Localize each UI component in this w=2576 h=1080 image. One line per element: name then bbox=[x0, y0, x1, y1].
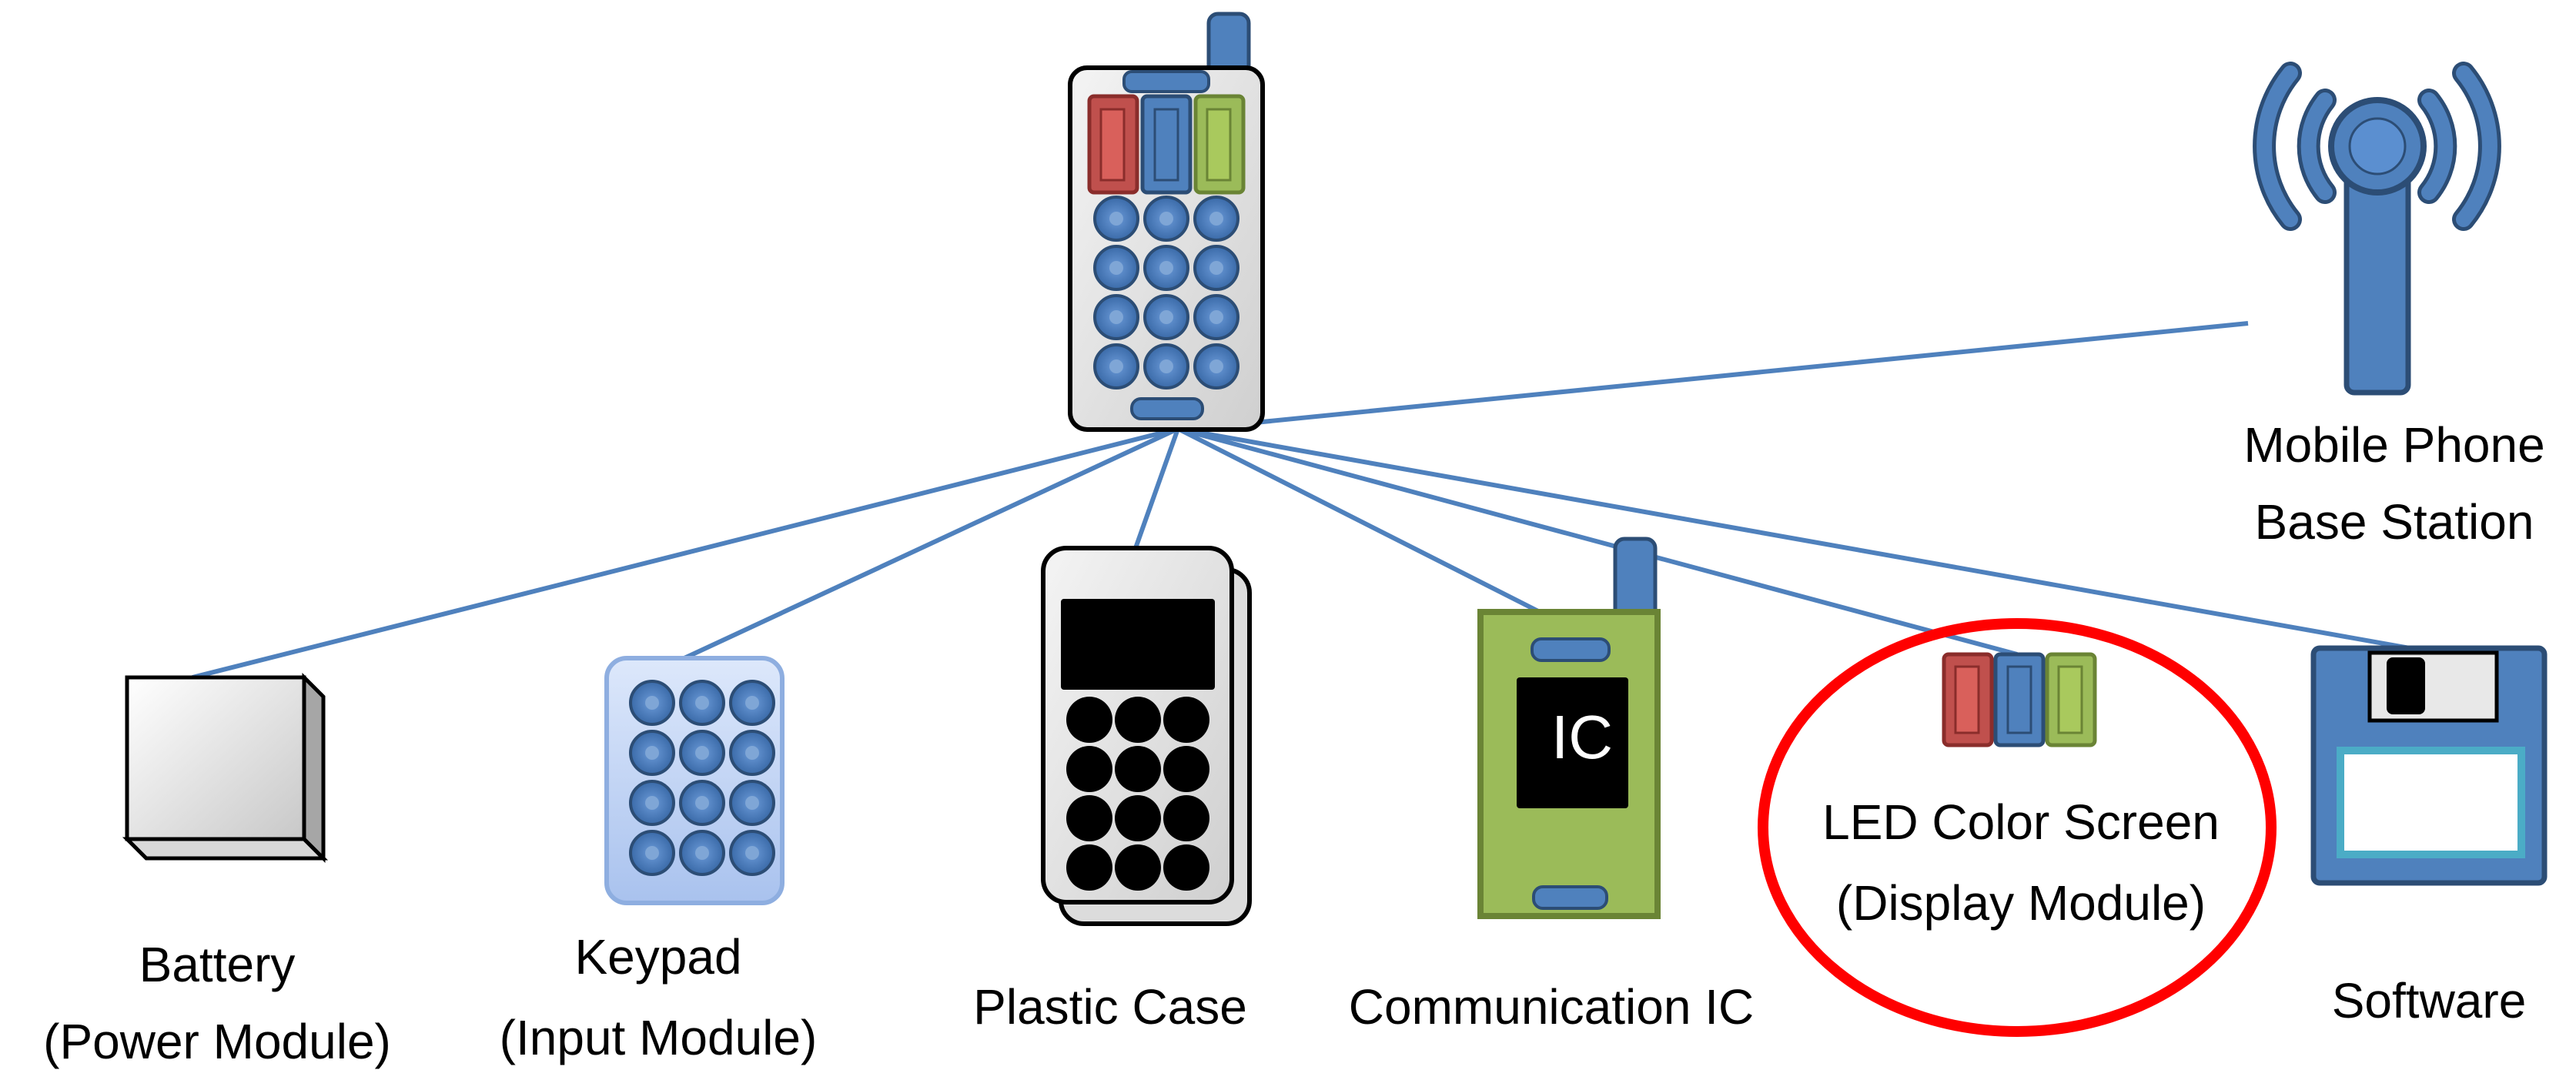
connector-battery bbox=[192, 426, 1179, 680]
keypad-label-line2: (Input Module) bbox=[500, 1010, 818, 1065]
ic-chip-text: IC bbox=[1551, 703, 1613, 771]
keypad-icon bbox=[604, 656, 785, 905]
connector-communication-ic bbox=[1176, 426, 1541, 614]
communication-ic-label: Communication IC bbox=[1349, 979, 1754, 1035]
highlight-ring bbox=[1758, 618, 2277, 1037]
base-station-label-line1: Mobile Phone bbox=[2243, 417, 2544, 473]
connector-software bbox=[1177, 426, 2480, 663]
connector-lines bbox=[192, 321, 2480, 680]
led-screen-icon bbox=[1942, 652, 2097, 747]
plastic-case-label: Plastic Case bbox=[973, 979, 1247, 1035]
phone-case-icon bbox=[1041, 546, 1252, 926]
antenna-tower-icon bbox=[2253, 62, 2501, 396]
software-label: Software bbox=[2332, 973, 2527, 1028]
floppy-disk-icon bbox=[2310, 645, 2548, 886]
ic-chip-icon: IC bbox=[1477, 537, 1661, 919]
connector-led-screen bbox=[1177, 426, 2018, 657]
connector-plastic-case bbox=[1133, 427, 1180, 550]
mobile-phone-icon bbox=[1068, 12, 1265, 432]
connector-base-station bbox=[1193, 321, 2249, 431]
battery-label-line1: Battery bbox=[139, 937, 296, 992]
base-station-label-line2: Base Station bbox=[2255, 494, 2534, 550]
battery-label-line2: (Power Module) bbox=[43, 1014, 391, 1069]
connector-keypad bbox=[674, 426, 1179, 664]
battery-box-icon bbox=[122, 672, 329, 864]
led-screen-label-line1: LED Color Screen bbox=[1822, 794, 2220, 850]
keypad-label-line1: Keypad bbox=[574, 929, 741, 985]
led-screen-label-line2: (Display Module) bbox=[1836, 875, 2206, 931]
